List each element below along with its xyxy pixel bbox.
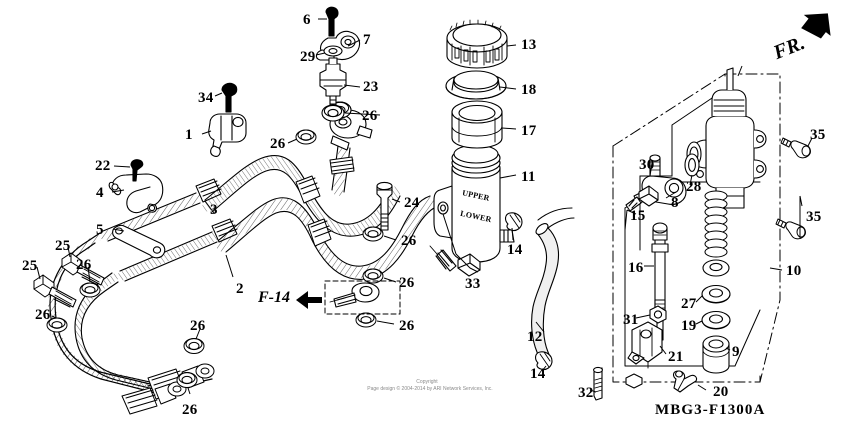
callout-number-5[interactable]: 5	[96, 222, 104, 238]
callout-number-23[interactable]: 23	[363, 79, 379, 95]
callout-number-10[interactable]: 10	[786, 263, 802, 279]
callout-number-1[interactable]: 1	[185, 127, 193, 143]
callout-number-25[interactable]: 25	[22, 258, 38, 274]
copyright-line-2: Page design © 2004-2014 by ARI Network S…	[367, 386, 493, 392]
callout-number-20[interactable]: 20	[713, 384, 729, 400]
callout-number-22[interactable]: 22	[95, 158, 111, 174]
callout-number-27[interactable]: 27	[681, 296, 697, 312]
callout-number-12[interactable]: 12	[527, 329, 543, 345]
callout-number-26[interactable]: 26	[362, 108, 378, 124]
callout-number-34[interactable]: 34	[198, 90, 214, 106]
f14-arrow-glyph	[296, 291, 322, 309]
callout-number-26[interactable]: 26	[401, 233, 417, 249]
callout-number-35[interactable]: 35	[806, 209, 822, 225]
callout-number-26[interactable]: 26	[270, 136, 286, 152]
callout-number-26[interactable]: 26	[190, 318, 206, 334]
callout-number-26[interactable]: 26	[399, 275, 415, 291]
callout-number-26[interactable]: 26	[399, 318, 415, 334]
callout-number-28[interactable]: 28	[686, 179, 702, 195]
callout-number-18[interactable]: 18	[521, 82, 537, 98]
diagram-code: MBG3-F1300A	[655, 402, 766, 418]
callout-number-35[interactable]: 35	[810, 127, 826, 143]
callout-number-25[interactable]: 25	[55, 238, 71, 254]
callout-number-7[interactable]: 7	[363, 32, 371, 48]
callout-number-4[interactable]: 4	[96, 185, 104, 201]
callout-number-3[interactable]: 3	[210, 202, 218, 218]
callout-number-8[interactable]: 8	[671, 195, 679, 211]
callout-number-2[interactable]: 2	[236, 281, 244, 297]
callout-number-33[interactable]: 33	[465, 276, 481, 292]
copyright-line-1: Copyright	[416, 379, 438, 385]
callout-number-11[interactable]: 11	[521, 169, 536, 185]
callout-number-29[interactable]: 29	[300, 49, 316, 65]
callout-number-32[interactable]: 32	[578, 385, 594, 401]
cross-reference-label[interactable]: F-14	[258, 289, 290, 306]
callout-number-14[interactable]: 14	[507, 242, 523, 258]
callout-number-6[interactable]: 6	[303, 12, 311, 28]
callout-number-26[interactable]: 26	[182, 402, 198, 418]
callout-number-19[interactable]: 19	[681, 318, 697, 334]
callout-number-9[interactable]: 9	[732, 344, 740, 360]
callout-number-26[interactable]: 26	[35, 307, 51, 323]
callout-number-16[interactable]: 16	[628, 260, 644, 276]
callout-number-14[interactable]: 14	[530, 366, 546, 382]
fr-arrow-glyph	[801, 13, 831, 39]
callout-number-13[interactable]: 13	[521, 37, 537, 53]
callout-number-15[interactable]: 15	[630, 208, 646, 224]
callout-number-21[interactable]: 21	[668, 349, 684, 365]
callout-number-30[interactable]: 30	[639, 157, 655, 173]
callout-number-31[interactable]: 31	[623, 312, 639, 328]
callout-number-26[interactable]: 26	[76, 257, 92, 273]
callout-number-24[interactable]: 24	[404, 195, 420, 211]
callout-number-17[interactable]: 17	[521, 123, 537, 139]
